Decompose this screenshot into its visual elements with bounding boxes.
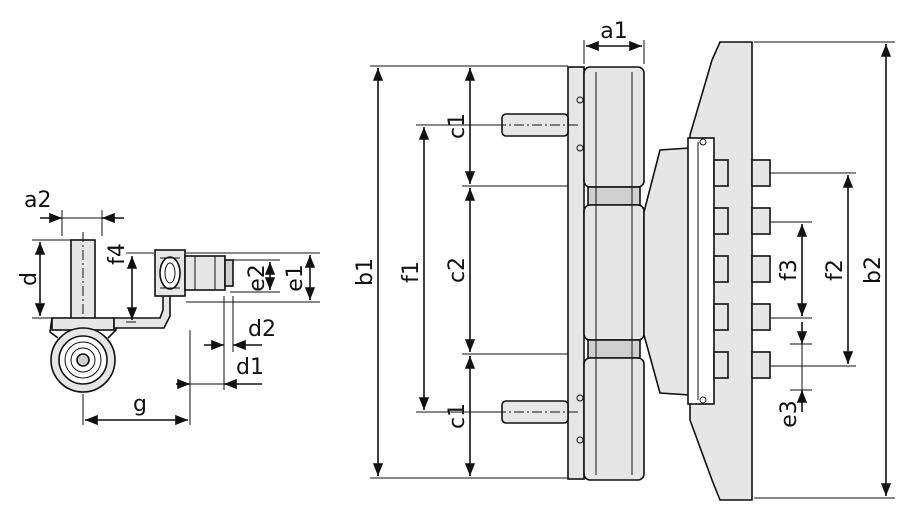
frame-insert: [687, 137, 715, 405]
label-c2: c2: [445, 257, 470, 283]
side-bracket: [113, 291, 171, 329]
label-f2: f2: [823, 259, 848, 281]
label-b1: b1: [353, 258, 378, 286]
front-view: a1 b1 f1 c1 c2 c1 f3 f2 b2 e3: [353, 19, 895, 501]
door-plate: [567, 66, 585, 480]
label-f1: f1: [399, 261, 424, 283]
connecting-arm: [643, 147, 691, 396]
label-g: g: [133, 392, 147, 417]
label-e1: e1: [283, 264, 308, 292]
side-roller: [49, 317, 117, 393]
knuckle-bottom: [583, 357, 645, 481]
frame-screws: [713, 159, 771, 379]
label-e2: e2: [245, 264, 270, 292]
label-f3: f3: [777, 259, 802, 281]
knuckle-middle: [583, 204, 645, 341]
label-c1-top: c1: [445, 113, 470, 139]
label-f4: f4: [105, 243, 130, 265]
label-e3: e3: [777, 400, 802, 428]
side-view: a2 d f4 e2 e1 d2 d1 g: [17, 188, 320, 426]
label-c1-bottom: c1: [445, 403, 470, 429]
label-a1: a1: [600, 19, 627, 44]
label-a2: a2: [24, 188, 51, 213]
side-screw-body: [184, 255, 226, 291]
label-d1: d1: [236, 355, 264, 380]
label-d: d: [17, 272, 42, 286]
label-d2: d2: [248, 317, 276, 342]
knuckle-top: [583, 66, 645, 188]
label-b2: b2: [861, 256, 886, 284]
